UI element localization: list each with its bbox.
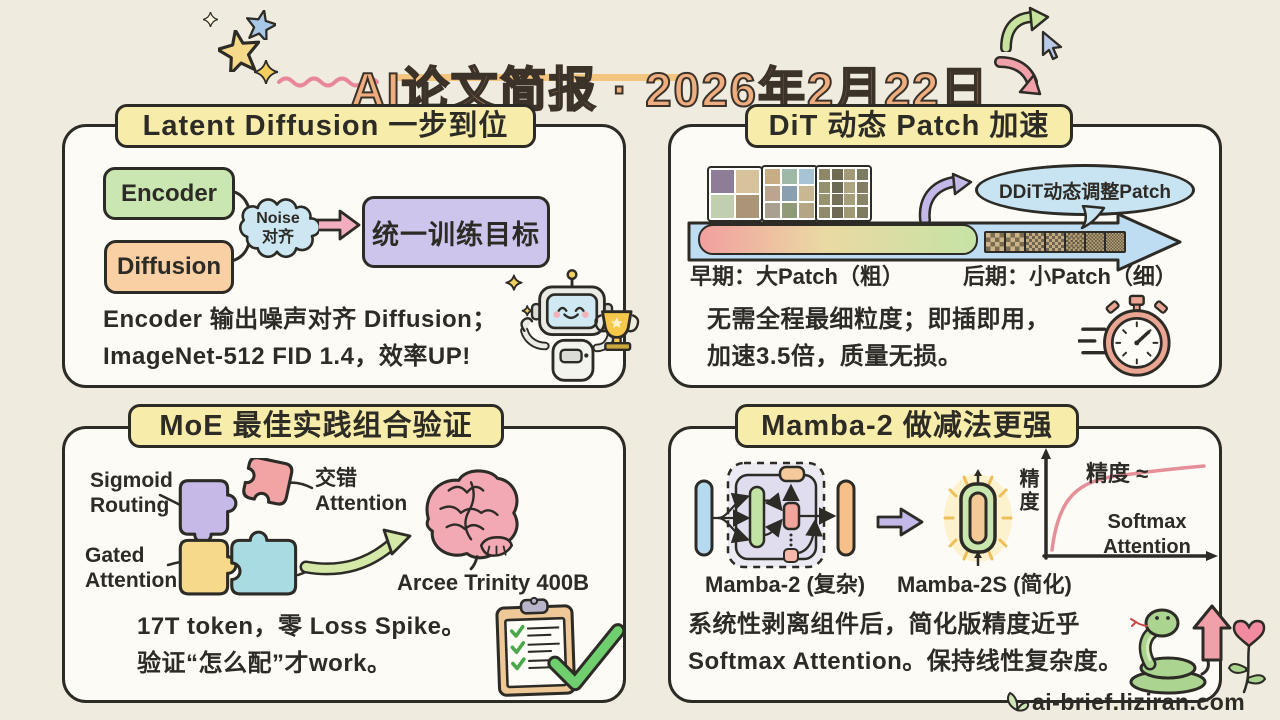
gated-label-line2: Attention — [85, 569, 178, 592]
sigmoid-label-line1: Sigmoid — [90, 469, 173, 492]
patch-square-7 — [1104, 231, 1126, 253]
softmax-label-line2: Attention — [1103, 536, 1191, 558]
interleaved-label-line1: 交错 — [315, 467, 357, 490]
panel-latent-title: Latent Diffusion 一步到位 — [115, 104, 536, 148]
footer-link[interactable]: ai-brief.liziran.com — [1032, 689, 1246, 715]
leaf-icon — [1007, 691, 1030, 712]
yellow-star-icon — [218, 30, 260, 72]
patch-grid-medium — [761, 165, 818, 222]
patch-square-2 — [1004, 231, 1026, 253]
heart-flower-icon — [1227, 619, 1267, 694]
early-patch-label: 早期：大Patch（粗） — [690, 264, 904, 289]
simplify-arrow-icon — [876, 507, 924, 537]
cursor-icon — [1041, 30, 1063, 61]
patch-square-4 — [1044, 231, 1066, 253]
mamba-summary: 系统性剥离组件后，简化版精度近乎 Softmax Attention。保持线性复… — [688, 606, 1123, 680]
dit-summary-line2: 加速3.5倍，质量无损。 — [707, 343, 963, 370]
puzzle-pieces-icon — [178, 458, 298, 596]
accuracy-chart — [1041, 448, 1218, 561]
patch-square-1 — [984, 231, 1006, 253]
late-patch-label: 后期：小Patch（细） — [963, 264, 1177, 289]
unified-target-box: 统一训练目标 — [362, 196, 550, 268]
diffusion-box: Diffusion — [104, 240, 234, 294]
patch-grid-fine — [815, 165, 872, 222]
mamba-simplified-glow-icon — [943, 469, 1013, 566]
interleaved-attention-label: 交错 Attention — [315, 466, 407, 516]
latent-summary-line2: ImageNet-512 FID 1.4，效率UP! — [103, 343, 471, 370]
brain-icon — [425, 469, 519, 571]
interleaved-label-line2: Attention — [315, 492, 408, 515]
noise-cloud-line1: Noise — [256, 210, 300, 227]
moe-summary-line1: 17T token，零 Loss Spike。 — [137, 613, 466, 640]
panel-dit-title: DiT 动态 Patch 加速 — [745, 104, 1073, 148]
mamba-complex-diagram — [694, 461, 856, 569]
patch-square-5 — [1064, 231, 1086, 253]
moe-summary-line2: 验证“怎么配”才work。 — [137, 650, 392, 677]
combine-arrow-icon — [299, 528, 412, 576]
encoder-box: Encoder — [103, 167, 235, 220]
softmax-label-line1: Softmax — [1107, 511, 1187, 533]
snake-icon — [1129, 608, 1210, 695]
coarse-to-fine-gradient-bar — [698, 224, 978, 255]
panel-moe-title: MoE 最佳实践组合验证 — [128, 404, 504, 448]
stopwatch-icon — [1078, 294, 1171, 377]
panel-mamba-title: Mamba-2 做减法更强 — [735, 404, 1079, 448]
gated-attention-label: Gated Attention — [85, 543, 177, 593]
softmax-attention-label: Softmax Attention — [1088, 510, 1206, 560]
latent-summary: Encoder 输出噪声对齐 Diffusion； ImageNet-512 F… — [103, 301, 497, 375]
mamba-complex-label: Mamba-2 (复杂) — [705, 572, 866, 597]
sigmoid-label-line2: Routing — [90, 494, 170, 517]
sigmoid-routing-label: Sigmoid Routing — [90, 468, 173, 518]
robot-trophy-icon — [505, 269, 640, 382]
mamba-summary-line1: 系统性剥离组件后，简化版精度近乎 — [688, 611, 1080, 638]
mamba-simple-label: Mamba-2S (简化) — [897, 572, 1072, 597]
pink-squiggle-underline — [277, 76, 379, 88]
gated-label-line1: Gated — [85, 544, 145, 567]
merge-arrow-icon — [314, 209, 361, 241]
up-arrow-icon — [1192, 604, 1232, 662]
green-curved-arrow-icon — [1000, 6, 1050, 52]
model-name-label: Arcee Trinity 400B — [397, 570, 589, 595]
accuracy-axis-label: 精度 — [1016, 468, 1038, 514]
checklist-clipboard-icon — [495, 596, 626, 697]
purple-curved-arrow-icon — [918, 172, 973, 224]
sparkle-icon — [254, 60, 278, 84]
blue-star-icon — [246, 10, 276, 40]
latent-summary-line1: Encoder 输出噪声对齐 Diffusion； — [103, 306, 497, 333]
pink-curved-arrow-icon — [994, 56, 1042, 96]
patch-square-3 — [1024, 231, 1046, 253]
patch-grid-coarse — [707, 166, 763, 222]
noise-cloud-icon — [239, 198, 319, 259]
noise-cloud-line2: 对齐 — [261, 229, 294, 246]
accuracy-approx-label: 精度 ≈ — [1086, 461, 1149, 486]
dit-summary: 无需全程最细粒度；即插即用， 加速3.5倍，质量无损。 — [707, 301, 1050, 375]
mamba-summary-line2: Softmax Attention。保持线性复杂度。 — [688, 648, 1123, 675]
noise-cloud-label: Noise 对齐 — [243, 209, 313, 247]
speech-bubble-tail — [1080, 205, 1106, 230]
moe-summary: 17T token，零 Loss Spike。 验证“怎么配”才work。 — [137, 608, 466, 682]
patch-square-6 — [1084, 231, 1106, 253]
small-sparkle-icon — [203, 12, 218, 27]
dit-summary-line1: 无需全程最细粒度；即插即用， — [707, 306, 1050, 333]
orange-underline — [393, 74, 687, 81]
